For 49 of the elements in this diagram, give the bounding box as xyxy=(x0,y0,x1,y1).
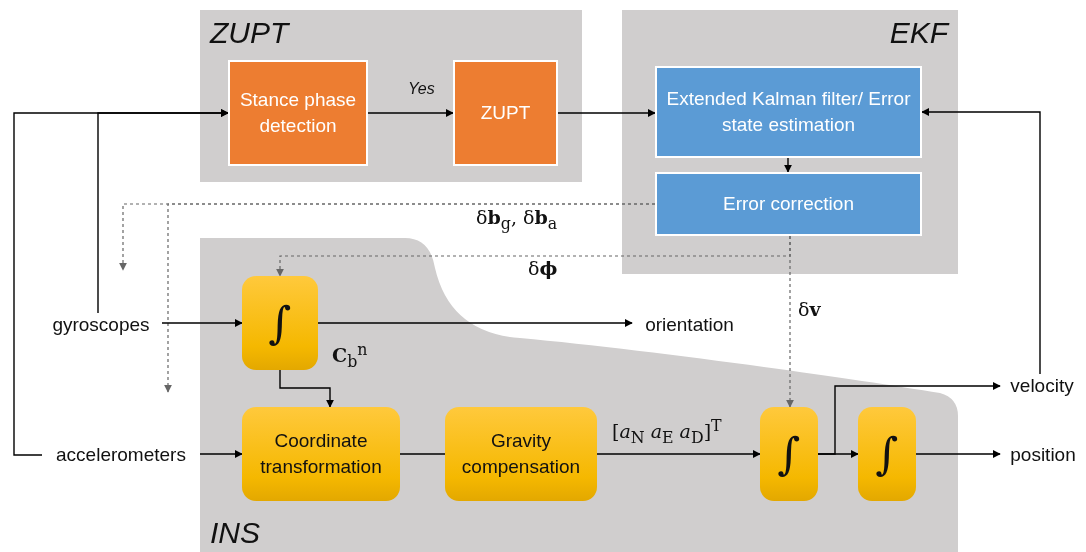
box-label: velocity xyxy=(1009,374,1075,399)
arrow xyxy=(817,382,1001,455)
group-title: INS xyxy=(210,516,260,550)
zupt-panel xyxy=(200,10,582,182)
integrator-block xyxy=(242,276,318,370)
ins-panel xyxy=(200,238,958,552)
integrator-block xyxy=(858,407,916,501)
integral-sign: ∫ xyxy=(267,296,293,351)
box-label: gyroscopes xyxy=(51,313,151,338)
dashed-arrow xyxy=(164,203,656,393)
box-label: Stance phase detection xyxy=(238,88,358,138)
process-box xyxy=(242,407,400,501)
box-label: ZUPT xyxy=(479,101,532,126)
integral-sign: ∫ xyxy=(874,427,900,482)
group-title: ZUPT xyxy=(210,16,289,50)
connector-line xyxy=(399,453,446,455)
arrow xyxy=(317,319,633,327)
arrow xyxy=(915,450,1001,458)
process-box xyxy=(228,60,368,166)
process-box xyxy=(453,60,558,166)
box-label: Error correction xyxy=(722,192,855,217)
box-label: accelerometers xyxy=(55,443,187,468)
arrow xyxy=(199,450,243,458)
box-label: position xyxy=(1009,443,1077,468)
edge-label: Yes xyxy=(408,80,435,98)
edge-label: δϕ xyxy=(528,257,558,279)
arrow xyxy=(784,157,792,173)
arrow xyxy=(596,450,761,458)
arrow xyxy=(161,319,243,327)
arrow xyxy=(367,109,454,117)
box-label: Gravity compensation xyxy=(460,429,582,479)
process-box xyxy=(445,407,597,501)
dashed-arrow xyxy=(786,235,794,408)
arrow xyxy=(279,369,334,408)
box-label: Coordinate transformation xyxy=(259,429,383,479)
arrow xyxy=(921,108,1041,375)
integral-sign: ∫ xyxy=(776,427,802,482)
box-label: orientation xyxy=(644,313,735,338)
edge-label: [a$_{N}$ a$_{E}$ a$_{D}$]$^{T}$ xyxy=(612,416,722,448)
ekf-panel xyxy=(622,10,958,274)
box-label: Extended Kalman filter/ Error state estimation xyxy=(665,87,912,137)
integrator-block xyxy=(760,407,818,501)
edge-label: δv xyxy=(798,298,821,320)
arrow xyxy=(557,109,656,117)
group-title: EKF xyxy=(889,16,948,50)
arrow xyxy=(97,109,229,314)
edge-label: δb$_{g}$, δb$_{a}$ xyxy=(476,206,558,233)
process-box xyxy=(655,172,922,236)
process-box xyxy=(655,66,922,158)
